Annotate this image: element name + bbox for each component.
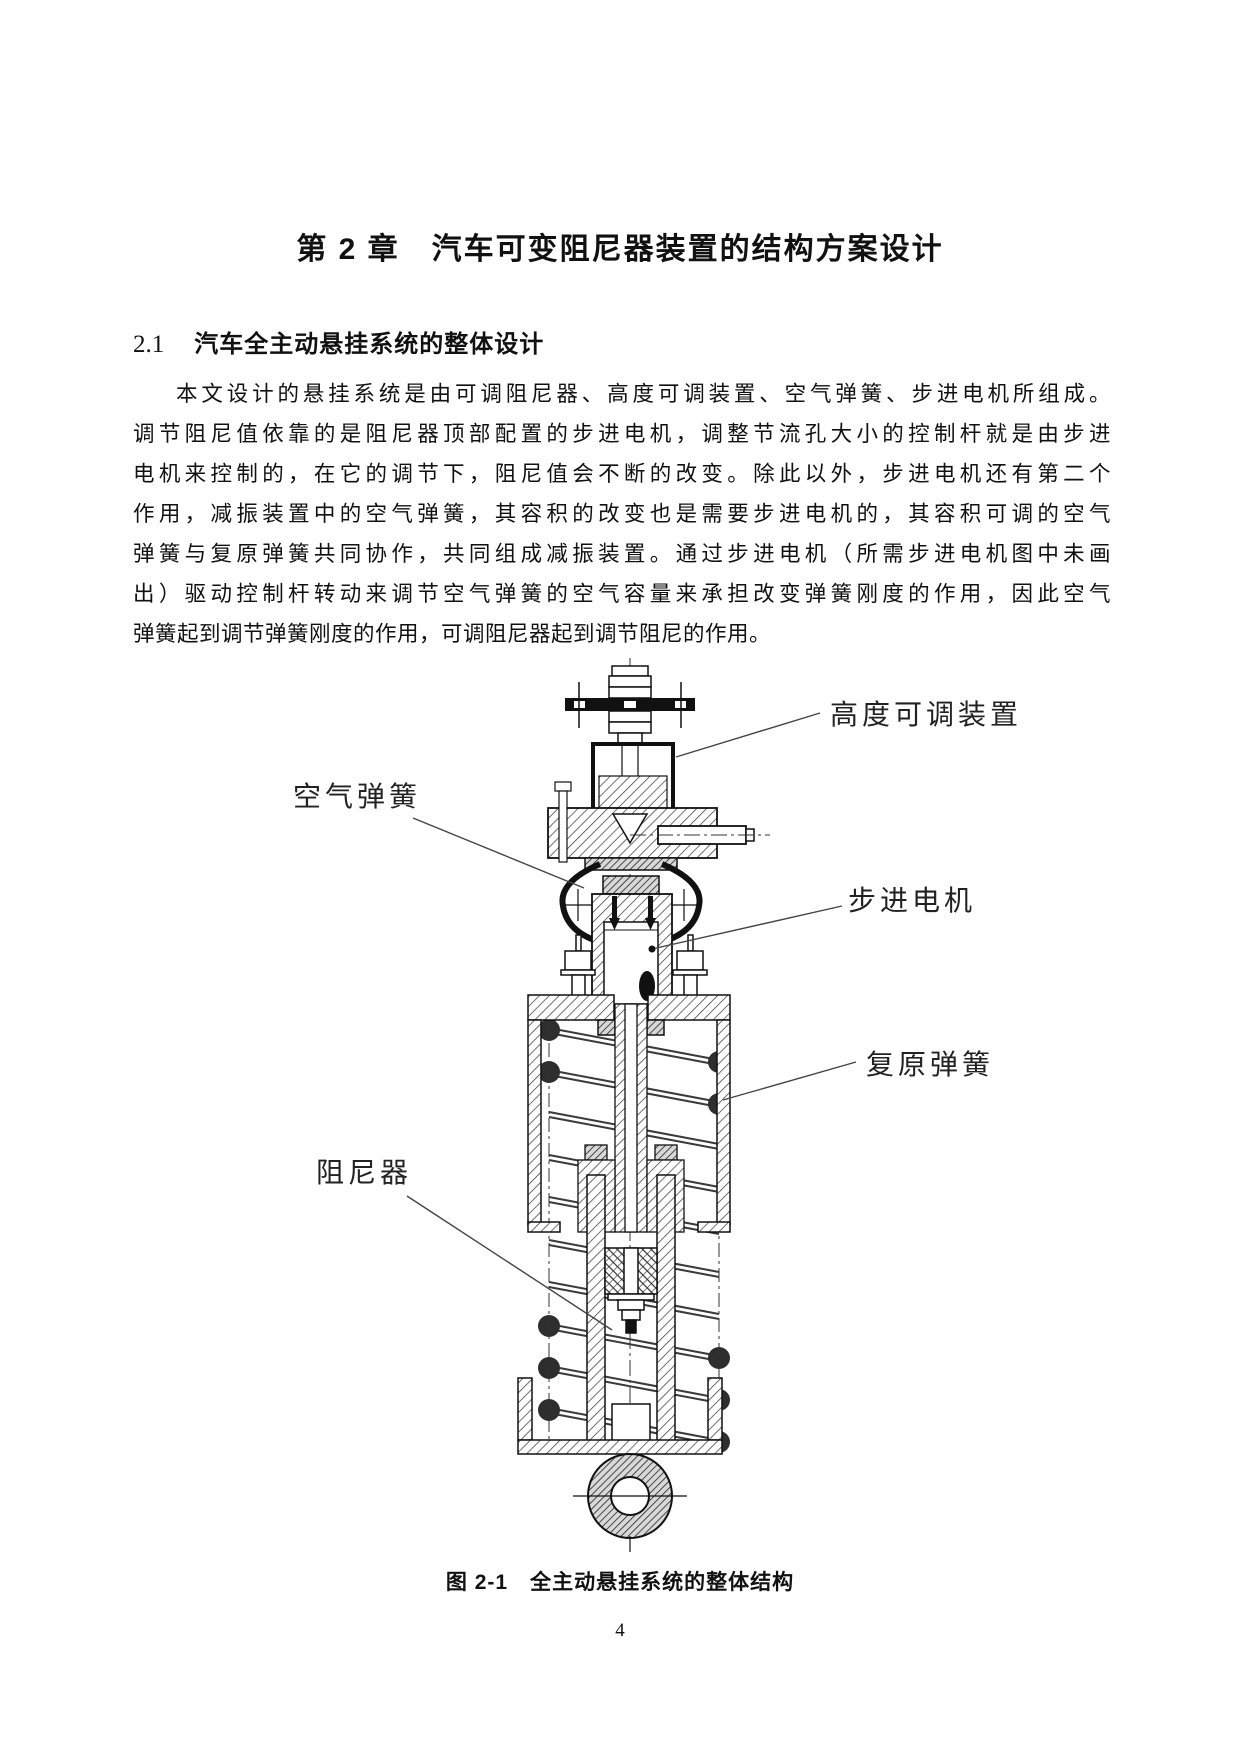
leader-damper	[406, 1195, 613, 1331]
section-heading: 2.1 汽车全主动悬挂系统的整体设计	[133, 324, 1113, 359]
paragraph-line: 弹簧与复原弹簧共同协作，共同组成减振装置。通过步进电机（所需步进电机图中未画	[133, 542, 1111, 566]
paragraph-line: 本文设计的悬挂系统是由可调阻尼器、高度可调装置、空气弹簧、步进电机所组成。	[176, 382, 1111, 406]
section-title: 汽车全主动悬挂系统的整体设计	[194, 331, 545, 358]
height-adjust-device	[591, 742, 675, 812]
leader-lines	[406, 712, 857, 1331]
label-stepper-motor: 步进电机	[848, 885, 976, 917]
figure-caption: 图 2-1 全主动悬挂系统的整体结构	[445, 1571, 795, 1594]
mounting-ring	[573, 1453, 687, 1552]
air-spring-bellows	[559, 857, 703, 945]
outer-cylinder-lower	[517, 1377, 723, 1455]
label-height-adjust-device: 高度可调装置	[830, 699, 1022, 731]
stepper-motor-housing	[591, 875, 673, 1005]
adjuster-bar-crosshairs	[578, 682, 682, 728]
label-damper: 阻尼器	[316, 1158, 412, 1189]
leader-air-spring	[412, 817, 585, 889]
outer-cylinder-upper	[527, 994, 731, 1233]
paragraph-line: 出）驱动控制杆转动来调节空气弹簧的空气容量来承担改变弹簧刚度的作用，因此空气	[133, 582, 1111, 606]
leader-dot-stepper	[648, 945, 656, 953]
damper-cylinder	[586, 1174, 676, 1444]
page-number: 4	[615, 1620, 625, 1641]
paragraph-line: 电机来控制的，在它的调节下，阻尼值会不断的改变。除此以外，步进电机还有第二个	[133, 462, 1111, 486]
rod-coupling	[577, 1144, 685, 1233]
section-number: 2.1	[133, 331, 165, 358]
leader-stepper-motor	[651, 905, 843, 950]
paragraph-line: 调节阻尼值依靠的是阻尼器顶部配置的步进电机，调整节流孔大小的控制杆就是由步进	[133, 422, 1111, 446]
leader-height-adjust	[675, 712, 821, 758]
leader-return-spring	[722, 1061, 857, 1101]
body-paragraph: 本文设计的悬挂系统是由可调阻尼器、高度可调装置、空气弹簧、步进电机所组成。 调节…	[133, 374, 1111, 654]
chapter-title: 第 2 章 汽车可变阻尼器装置的结构方案设计	[296, 233, 944, 266]
piston-rod	[614, 1003, 648, 1233]
paragraph-line: 作用，减振装置中的空气弹簧，其容积的改变也是需要步进电机的，其容积可调的空气	[133, 502, 1111, 526]
label-return-spring: 复原弹簧	[866, 1049, 994, 1081]
paragraph-line: 弹簧起到调节弹簧刚度的作用，可调阻尼器起到调节阻尼的作用。	[133, 622, 772, 646]
label-air-spring: 空气弹簧	[293, 781, 421, 813]
